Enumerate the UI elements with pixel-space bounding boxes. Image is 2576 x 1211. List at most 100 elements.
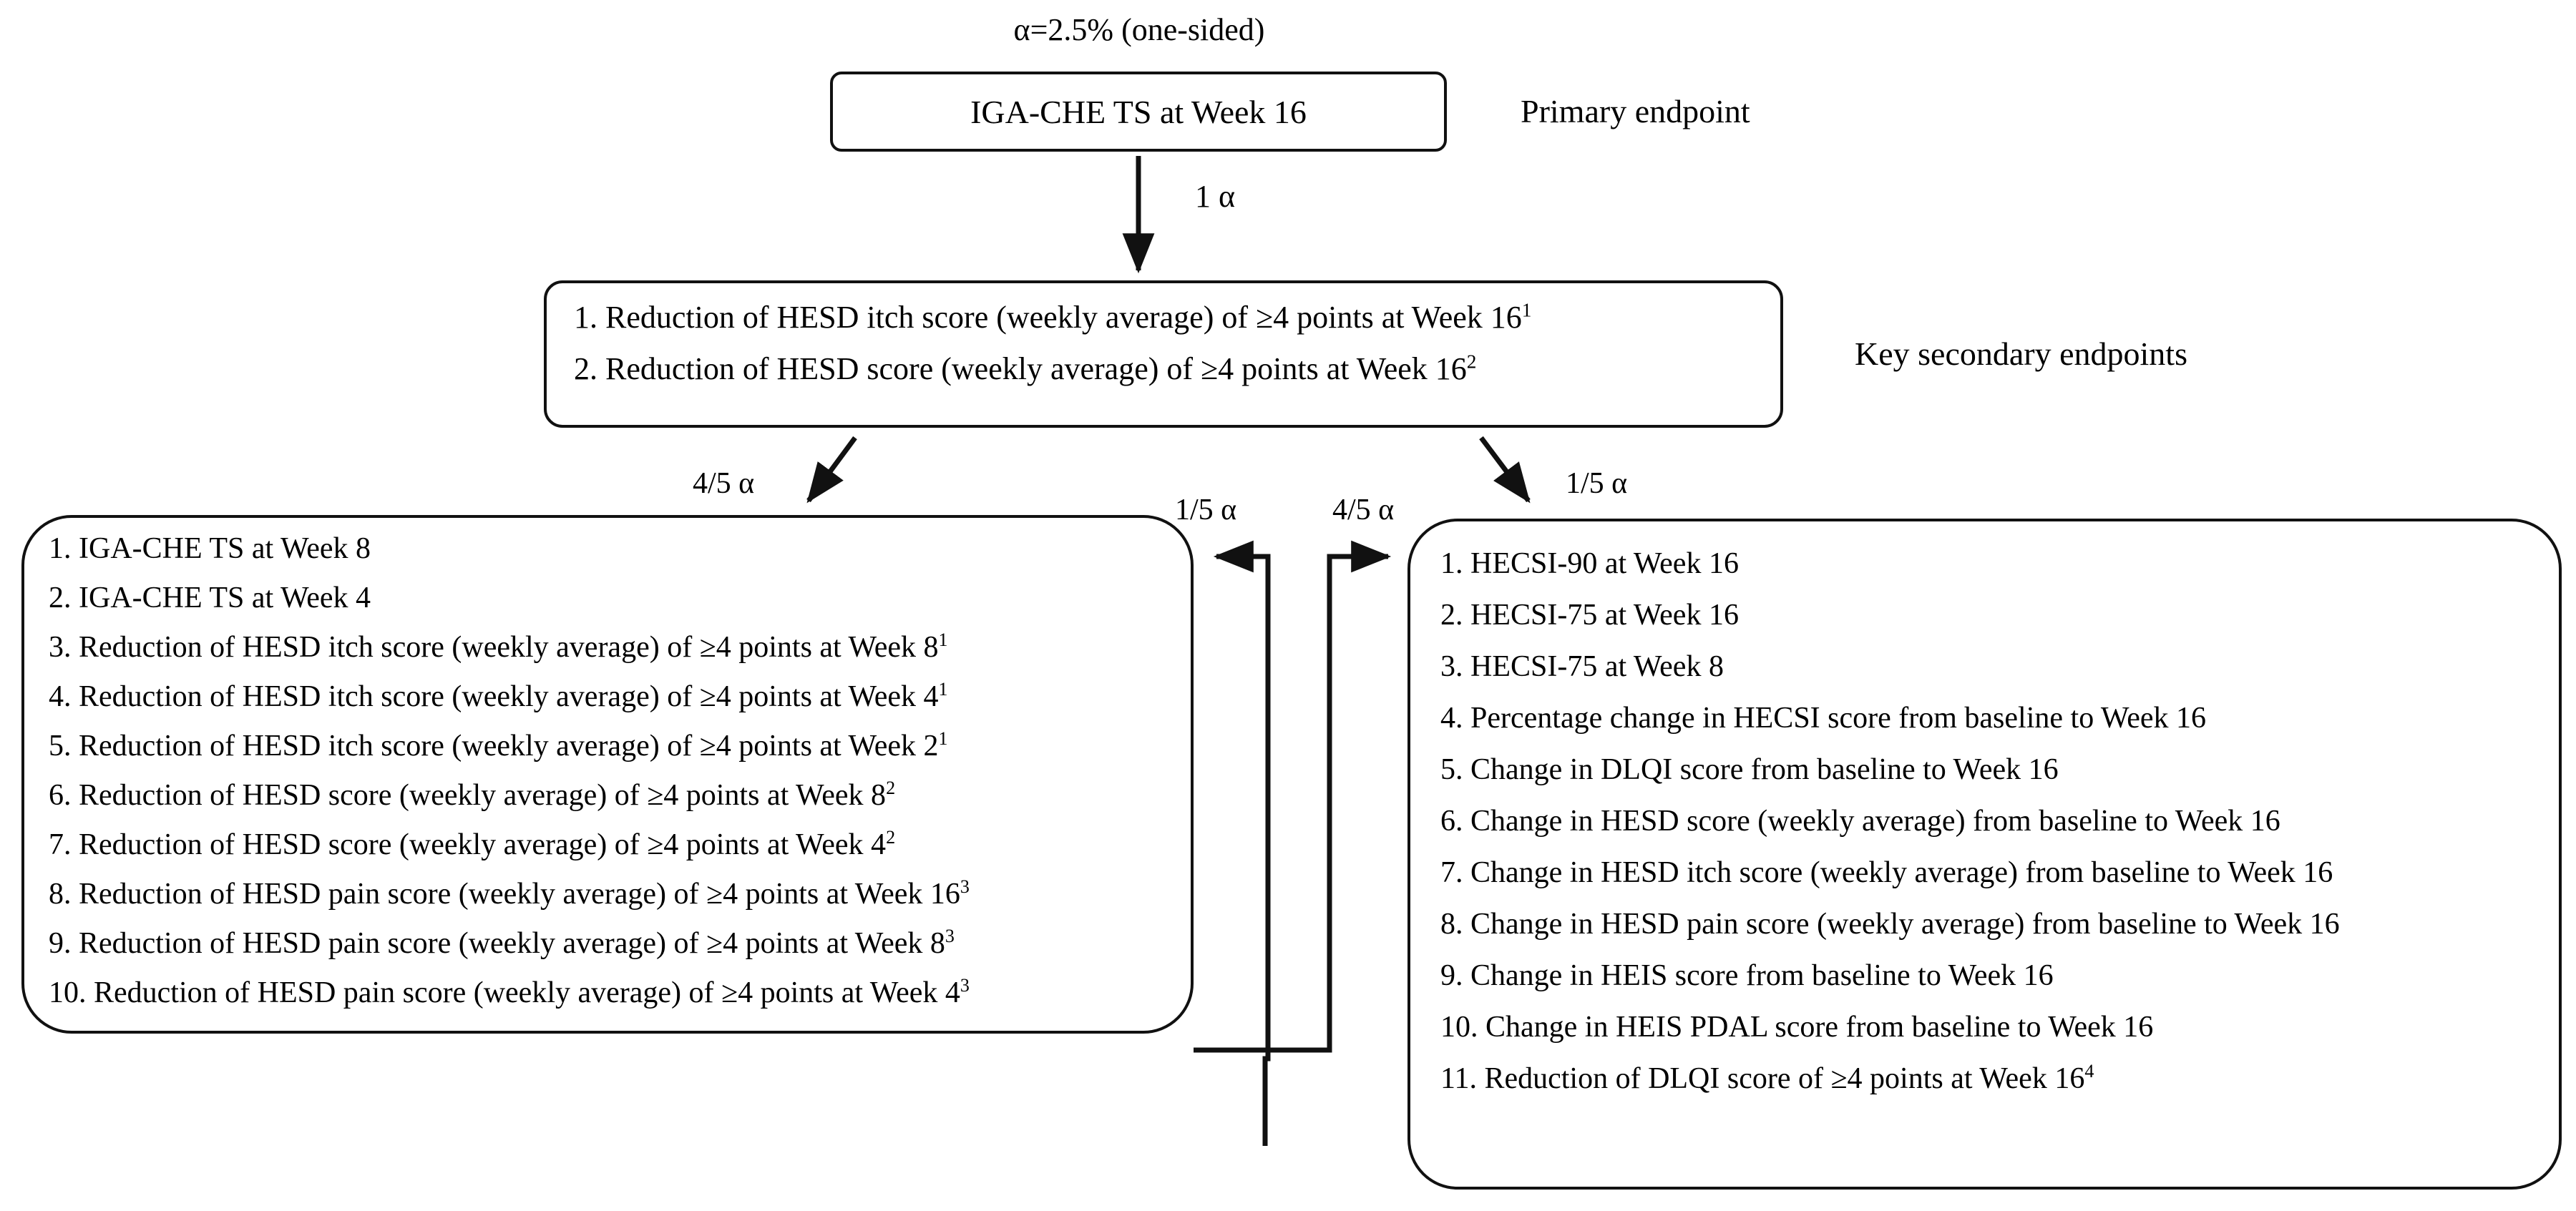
list-item-footnote: 2 — [886, 778, 896, 798]
list-item: 2. Reduction of HESD score (weekly avera… — [574, 350, 1766, 386]
list-item-number: 7. — [49, 828, 72, 861]
list-item-number: 6. — [49, 779, 72, 812]
list-item: 3. Reduction of HESD itch score (weekly … — [49, 629, 1182, 664]
list-item-text: Change in HESD itch score (weekly averag… — [1470, 856, 2333, 889]
list-item-text: Reduction of HESD pain score (weekly ave… — [79, 927, 945, 960]
list-item: 1. Reduction of HESD itch score (weekly … — [574, 299, 1766, 335]
list-item-number: 11. — [1440, 1062, 1477, 1095]
list-item-number: 1. — [574, 300, 597, 335]
list-item-number: 5. — [1440, 753, 1463, 786]
list-item-text: HECSI-90 at Week 16 — [1470, 547, 1739, 580]
list-item-text: Change in DLQI score from baseline to We… — [1470, 753, 2059, 786]
list-item: 6. Change in HESD score (weekly average)… — [1440, 806, 2550, 836]
list-item: 9. Reduction of HESD pain score (weekly … — [49, 926, 1182, 960]
list-item: 2. HECSI-75 at Week 16 — [1440, 600, 2550, 630]
list-item: 10. Change in HEIS PDAL score from basel… — [1440, 1012, 2550, 1042]
list-item: 5. Reduction of HESD itch score (weekly … — [49, 728, 1182, 763]
list-item-text: Reduction of HESD score (weekly average)… — [79, 779, 887, 812]
right-box-list: 1. HECSI-90 at Week 16 2. HECSI-75 at We… — [1440, 549, 2550, 1115]
left-box-list: 1. IGA-CHE TS at Week 8 2. IGA-CHE TS at… — [49, 534, 1182, 1027]
list-item: 11. Reduction of DLQI score of ≥4 points… — [1440, 1061, 2550, 1095]
list-item-text: Reduction of HESD itch score (weekly ave… — [605, 300, 1522, 335]
primary-endpoint-box-label: IGA-CHE TS at Week 16 — [970, 93, 1307, 130]
arrow-right-box-to-left-box — [1213, 540, 1271, 1146]
list-item-text: Change in HEIS score from baseline to We… — [1470, 959, 2054, 992]
list-item-footnote: 3 — [945, 926, 955, 946]
list-item-text: Percentage change in HECSI score from ba… — [1470, 702, 2206, 735]
list-item-text: Reduction of HESD pain score (weekly ave… — [94, 976, 960, 1009]
list-item-number: 1. — [1440, 547, 1463, 580]
primary-endpoint-box[interactable]: IGA-CHE TS at Week 16 — [830, 72, 1447, 152]
edge-label-one-alpha: 1 α — [1195, 179, 1236, 214]
list-item-number: 2. — [574, 351, 597, 386]
list-item-footnote: 1 — [938, 728, 948, 749]
list-item-number: 2. — [1440, 599, 1463, 632]
list-item-text: Reduction of HESD score (weekly average)… — [605, 351, 1467, 386]
list-item: 4. Reduction of HESD itch score (weekly … — [49, 679, 1182, 713]
list-item-number: 9. — [1440, 959, 1463, 992]
list-item-number: 8. — [1440, 908, 1463, 941]
list-item-number: 4. — [49, 680, 72, 713]
edge-label-one-fifth-alpha-right: 1/5 α — [1566, 467, 1628, 500]
list-item-footnote: 4 — [2084, 1061, 2094, 1082]
list-item-number: 3. — [1440, 650, 1463, 683]
list-item-number: 2. — [49, 582, 72, 614]
list-item: 4. Percentage change in HECSI score from… — [1440, 703, 2550, 733]
list-item: 9. Change in HEIS score from baseline to… — [1440, 961, 2550, 991]
list-item: 1. HECSI-90 at Week 16 — [1440, 549, 2550, 579]
list-item-number: 5. — [49, 730, 72, 763]
list-item: 7. Reduction of HESD score (weekly avera… — [49, 827, 1182, 861]
list-item: 8. Change in HESD pain score (weekly ave… — [1440, 909, 2550, 939]
list-item-text: Reduction of HESD itch score (weekly ave… — [79, 730, 939, 763]
list-item-text: Reduction of DLQI score of ≥4 points at … — [1484, 1062, 2085, 1095]
list-item-text: HECSI-75 at Week 8 — [1470, 650, 1724, 683]
list-item: 6. Reduction of HESD score (weekly avera… — [49, 778, 1182, 812]
edge-label-one-fifth-alpha-left: 1/5 α — [1175, 494, 1237, 526]
list-item-text: Reduction of HESD itch score (weekly ave… — [79, 631, 939, 664]
list-item-text: Change in HESD pain score (weekly averag… — [1470, 908, 2340, 941]
arrow-key-secondary-to-right-box — [1479, 436, 1531, 504]
list-item-number: 1. — [49, 532, 72, 565]
list-item-text: IGA-CHE TS at Week 4 — [79, 582, 371, 614]
list-item-number: 10. — [49, 976, 87, 1009]
other-secondary-endpoints-left-box[interactable]: 1. IGA-CHE TS at Week 8 2. IGA-CHE TS at… — [21, 515, 1194, 1034]
list-item-text: Reduction of HESD pain score (weekly ave… — [79, 878, 960, 911]
list-item-text: Change in HESD score (weekly average) fr… — [1470, 805, 2280, 838]
list-item-text: Change in HEIS PDAL score from baseline … — [1485, 1011, 2154, 1044]
other-secondary-endpoints-right-box[interactable]: 1. HECSI-90 at Week 16 2. HECSI-75 at We… — [1407, 519, 2562, 1190]
list-item: 3. HECSI-75 at Week 8 — [1440, 652, 2550, 682]
list-item-number: 8. — [49, 878, 72, 911]
list-item-number: 10. — [1440, 1011, 1478, 1044]
list-item: 8. Reduction of HESD pain score (weekly … — [49, 876, 1182, 911]
list-item-footnote: 1 — [1521, 299, 1532, 321]
list-item-footnote: 3 — [960, 975, 970, 996]
list-item-number: 3. — [49, 631, 72, 664]
list-item-text: Reduction of HESD itch score (weekly ave… — [79, 680, 939, 713]
edge-label-four-fifths-alpha-left: 4/5 α — [693, 467, 755, 500]
list-item-text: IGA-CHE TS at Week 8 — [79, 532, 371, 565]
list-item: 5. Change in DLQI score from baseline to… — [1440, 755, 2550, 785]
list-item-number: 9. — [49, 927, 72, 960]
list-item-footnote: 1 — [938, 629, 948, 650]
list-item-number: 6. — [1440, 805, 1463, 838]
list-item-number: 7. — [1440, 856, 1463, 889]
list-item-text: Reduction of HESD score (weekly average)… — [79, 828, 887, 861]
list-item-text: HECSI-75 at Week 16 — [1470, 599, 1739, 632]
list-item: 1. IGA-CHE TS at Week 8 — [49, 534, 1182, 564]
list-item-footnote: 2 — [886, 827, 896, 848]
key-secondary-endpoints-box[interactable]: 1. Reduction of HESD itch score (weekly … — [544, 280, 1783, 428]
list-item: 10. Reduction of HESD pain score (weekly… — [49, 975, 1182, 1009]
key-secondary-list: 1. Reduction of HESD itch score (weekly … — [574, 299, 1766, 405]
list-item: 7. Change in HESD itch score (weekly ave… — [1440, 858, 2550, 888]
list-item-footnote: 2 — [1466, 350, 1477, 373]
arrow-key-secondary-to-left-box — [806, 436, 857, 504]
list-item-footnote: 1 — [938, 679, 948, 700]
list-item: 2. IGA-CHE TS at Week 4 — [49, 583, 1182, 613]
arrow-left-box-to-right-box — [1194, 540, 1392, 1053]
list-item-footnote: 3 — [960, 876, 970, 897]
alpha-level-label: α=2.5% (one-sided) — [1013, 12, 1265, 47]
key-secondary-endpoints-side-label: Key secondary endpoints — [1855, 335, 2187, 372]
edge-label-four-fifths-alpha-right: 4/5 α — [1332, 494, 1395, 526]
list-item-number: 4. — [1440, 702, 1463, 735]
